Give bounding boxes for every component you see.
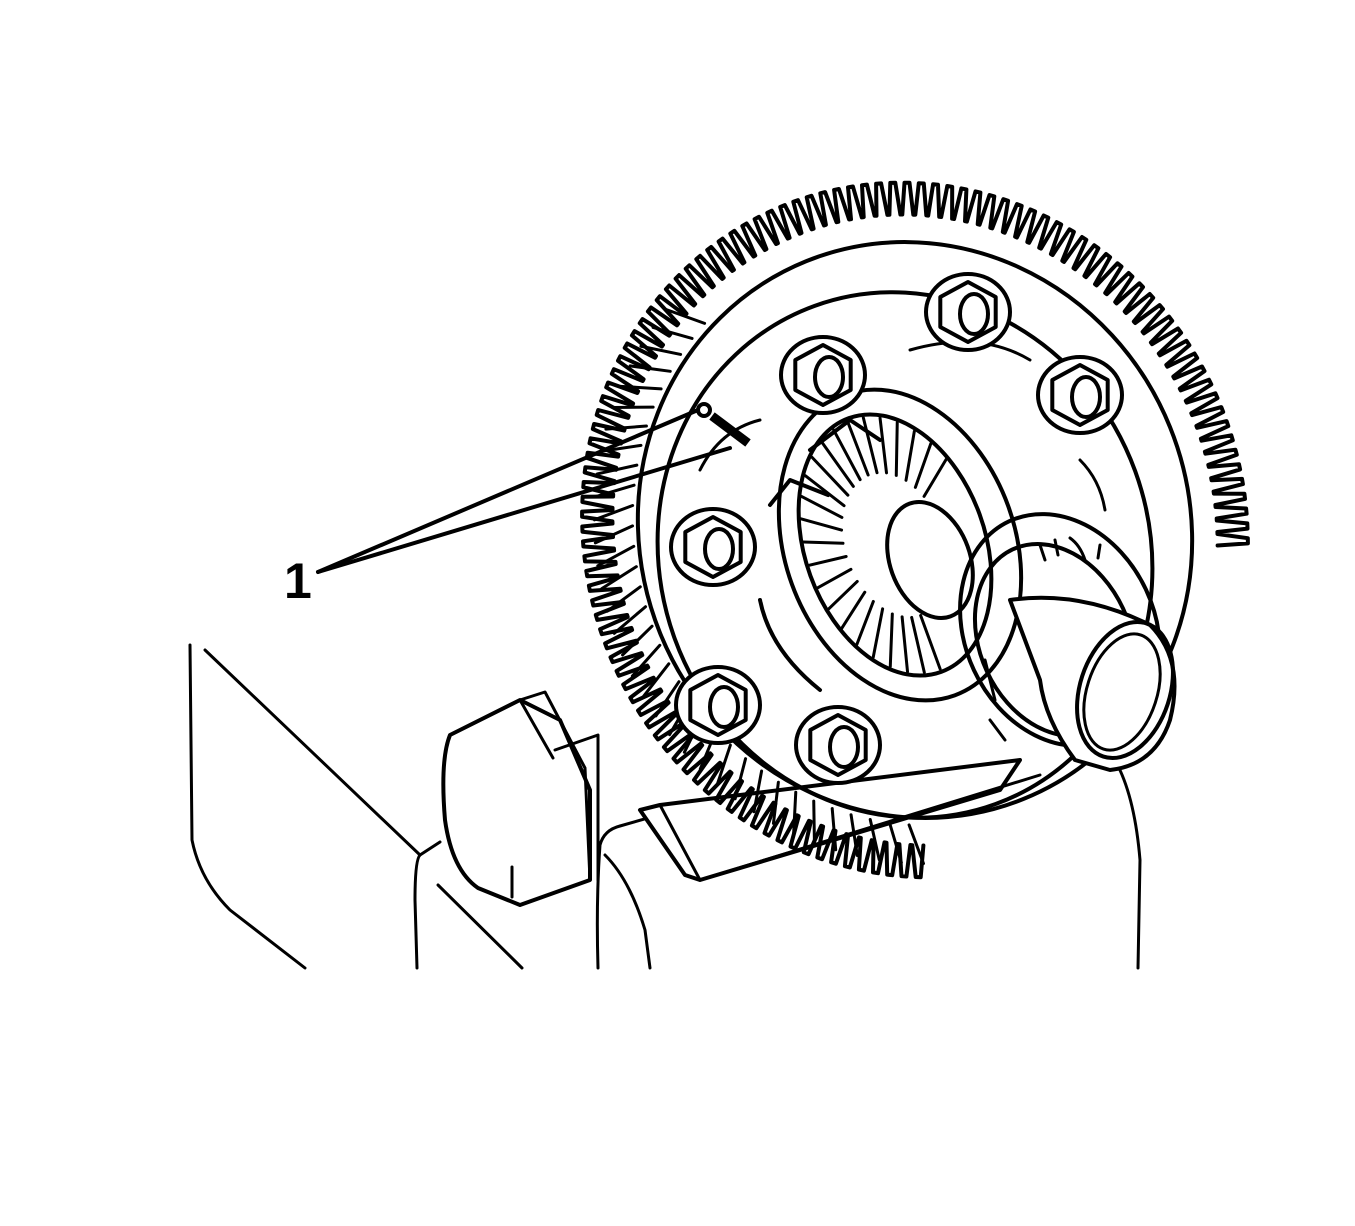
carrier-bearing bbox=[923, 481, 1197, 779]
bolt-head-icon bbox=[676, 667, 760, 743]
alignment-mark bbox=[698, 404, 748, 443]
bolt-head-icon bbox=[796, 707, 880, 783]
bolt-head-icon bbox=[926, 274, 1010, 350]
bolt-head-icon bbox=[671, 509, 755, 585]
callout-leader-1 bbox=[318, 410, 730, 572]
bolt-head-icon bbox=[781, 337, 865, 413]
callout-label-1: 1 bbox=[284, 556, 312, 606]
bolt-head-icon bbox=[1038, 357, 1122, 433]
